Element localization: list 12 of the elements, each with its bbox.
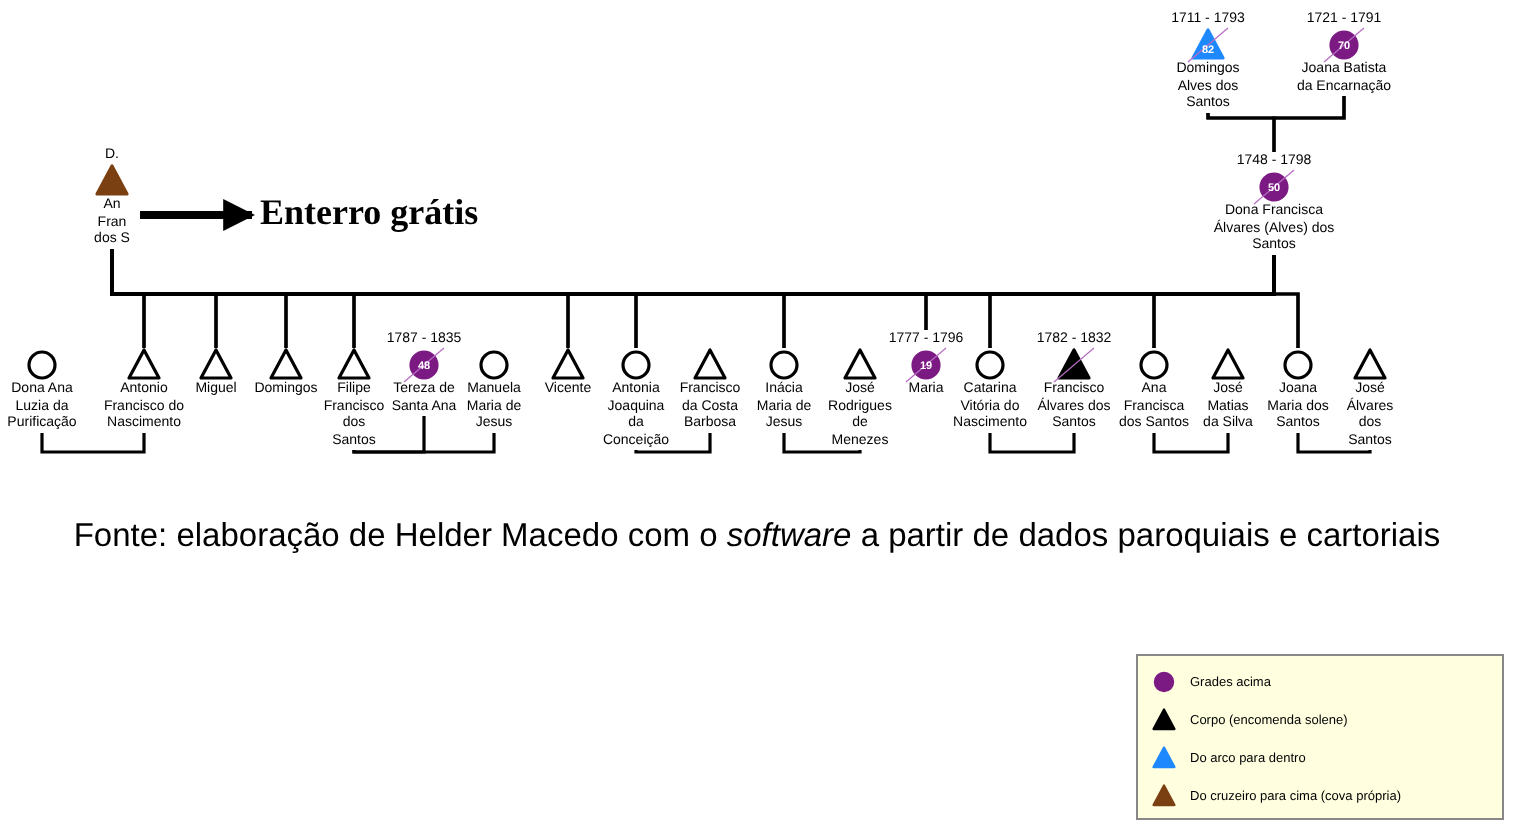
family-line [1272,96,1346,152]
family-line [634,433,712,454]
family-line [782,433,862,454]
family-line [352,433,496,454]
family-line [1272,255,1300,348]
family-line [40,433,146,454]
annotation-text: Enterro grátis [260,192,479,234]
family-line [988,433,1076,454]
family-line [1152,433,1230,454]
family-line [1296,433,1372,454]
arrow [140,199,256,231]
caption: Fonte: elaboração de Helder Macedo com o software a partir de dados paroquiais e cartoriais [71,516,1443,558]
